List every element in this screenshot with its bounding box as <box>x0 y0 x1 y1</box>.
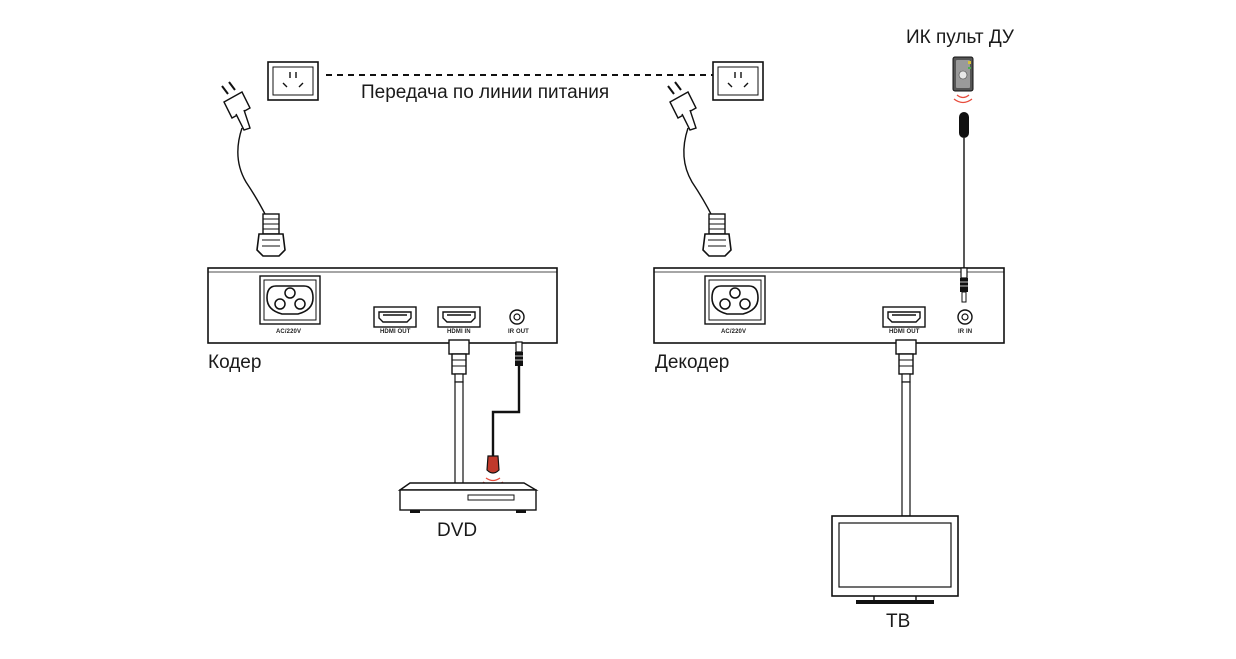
decoder-label: Декодер <box>655 352 730 373</box>
encoder-hdmi-in-label: HDMI IN <box>447 329 471 335</box>
dvd-label: DVD <box>437 520 478 541</box>
encoder-ac-label: AC/220V <box>276 329 302 335</box>
power-plug-right <box>667 81 732 257</box>
hdmi-cable-decoder-tv <box>895 339 917 517</box>
decoder-ac-label: AC/220V <box>721 329 747 335</box>
encoder-hdmi-out-label: HDMI OUT <box>380 329 411 335</box>
encoder-device <box>207 267 558 344</box>
ir-emitter-cable <box>482 341 524 487</box>
dvd-player <box>397 482 539 513</box>
encoder-ir-out-label: IR OUT <box>508 329 529 335</box>
wall-outlet-right <box>712 61 764 101</box>
decoder-hdmi-out-label: HDMI OUT <box>889 329 920 335</box>
ir-remote-icon <box>952 56 974 104</box>
ir-receiver-cable <box>959 112 969 303</box>
power-plug-left <box>221 81 286 257</box>
tv-set <box>831 515 959 604</box>
encoder-label: Кодер <box>208 352 262 373</box>
tv-label: ТВ <box>886 611 911 632</box>
wall-outlet-left <box>267 61 319 101</box>
remote-label: ИК пульт ДУ <box>906 27 1015 48</box>
decoder-ir-in-label: IR IN <box>958 329 973 335</box>
hdmi-cable-encoder-dvd <box>448 339 470 491</box>
powerline-label: Передача по линии питания <box>361 82 610 103</box>
decoder-device <box>653 267 1005 344</box>
